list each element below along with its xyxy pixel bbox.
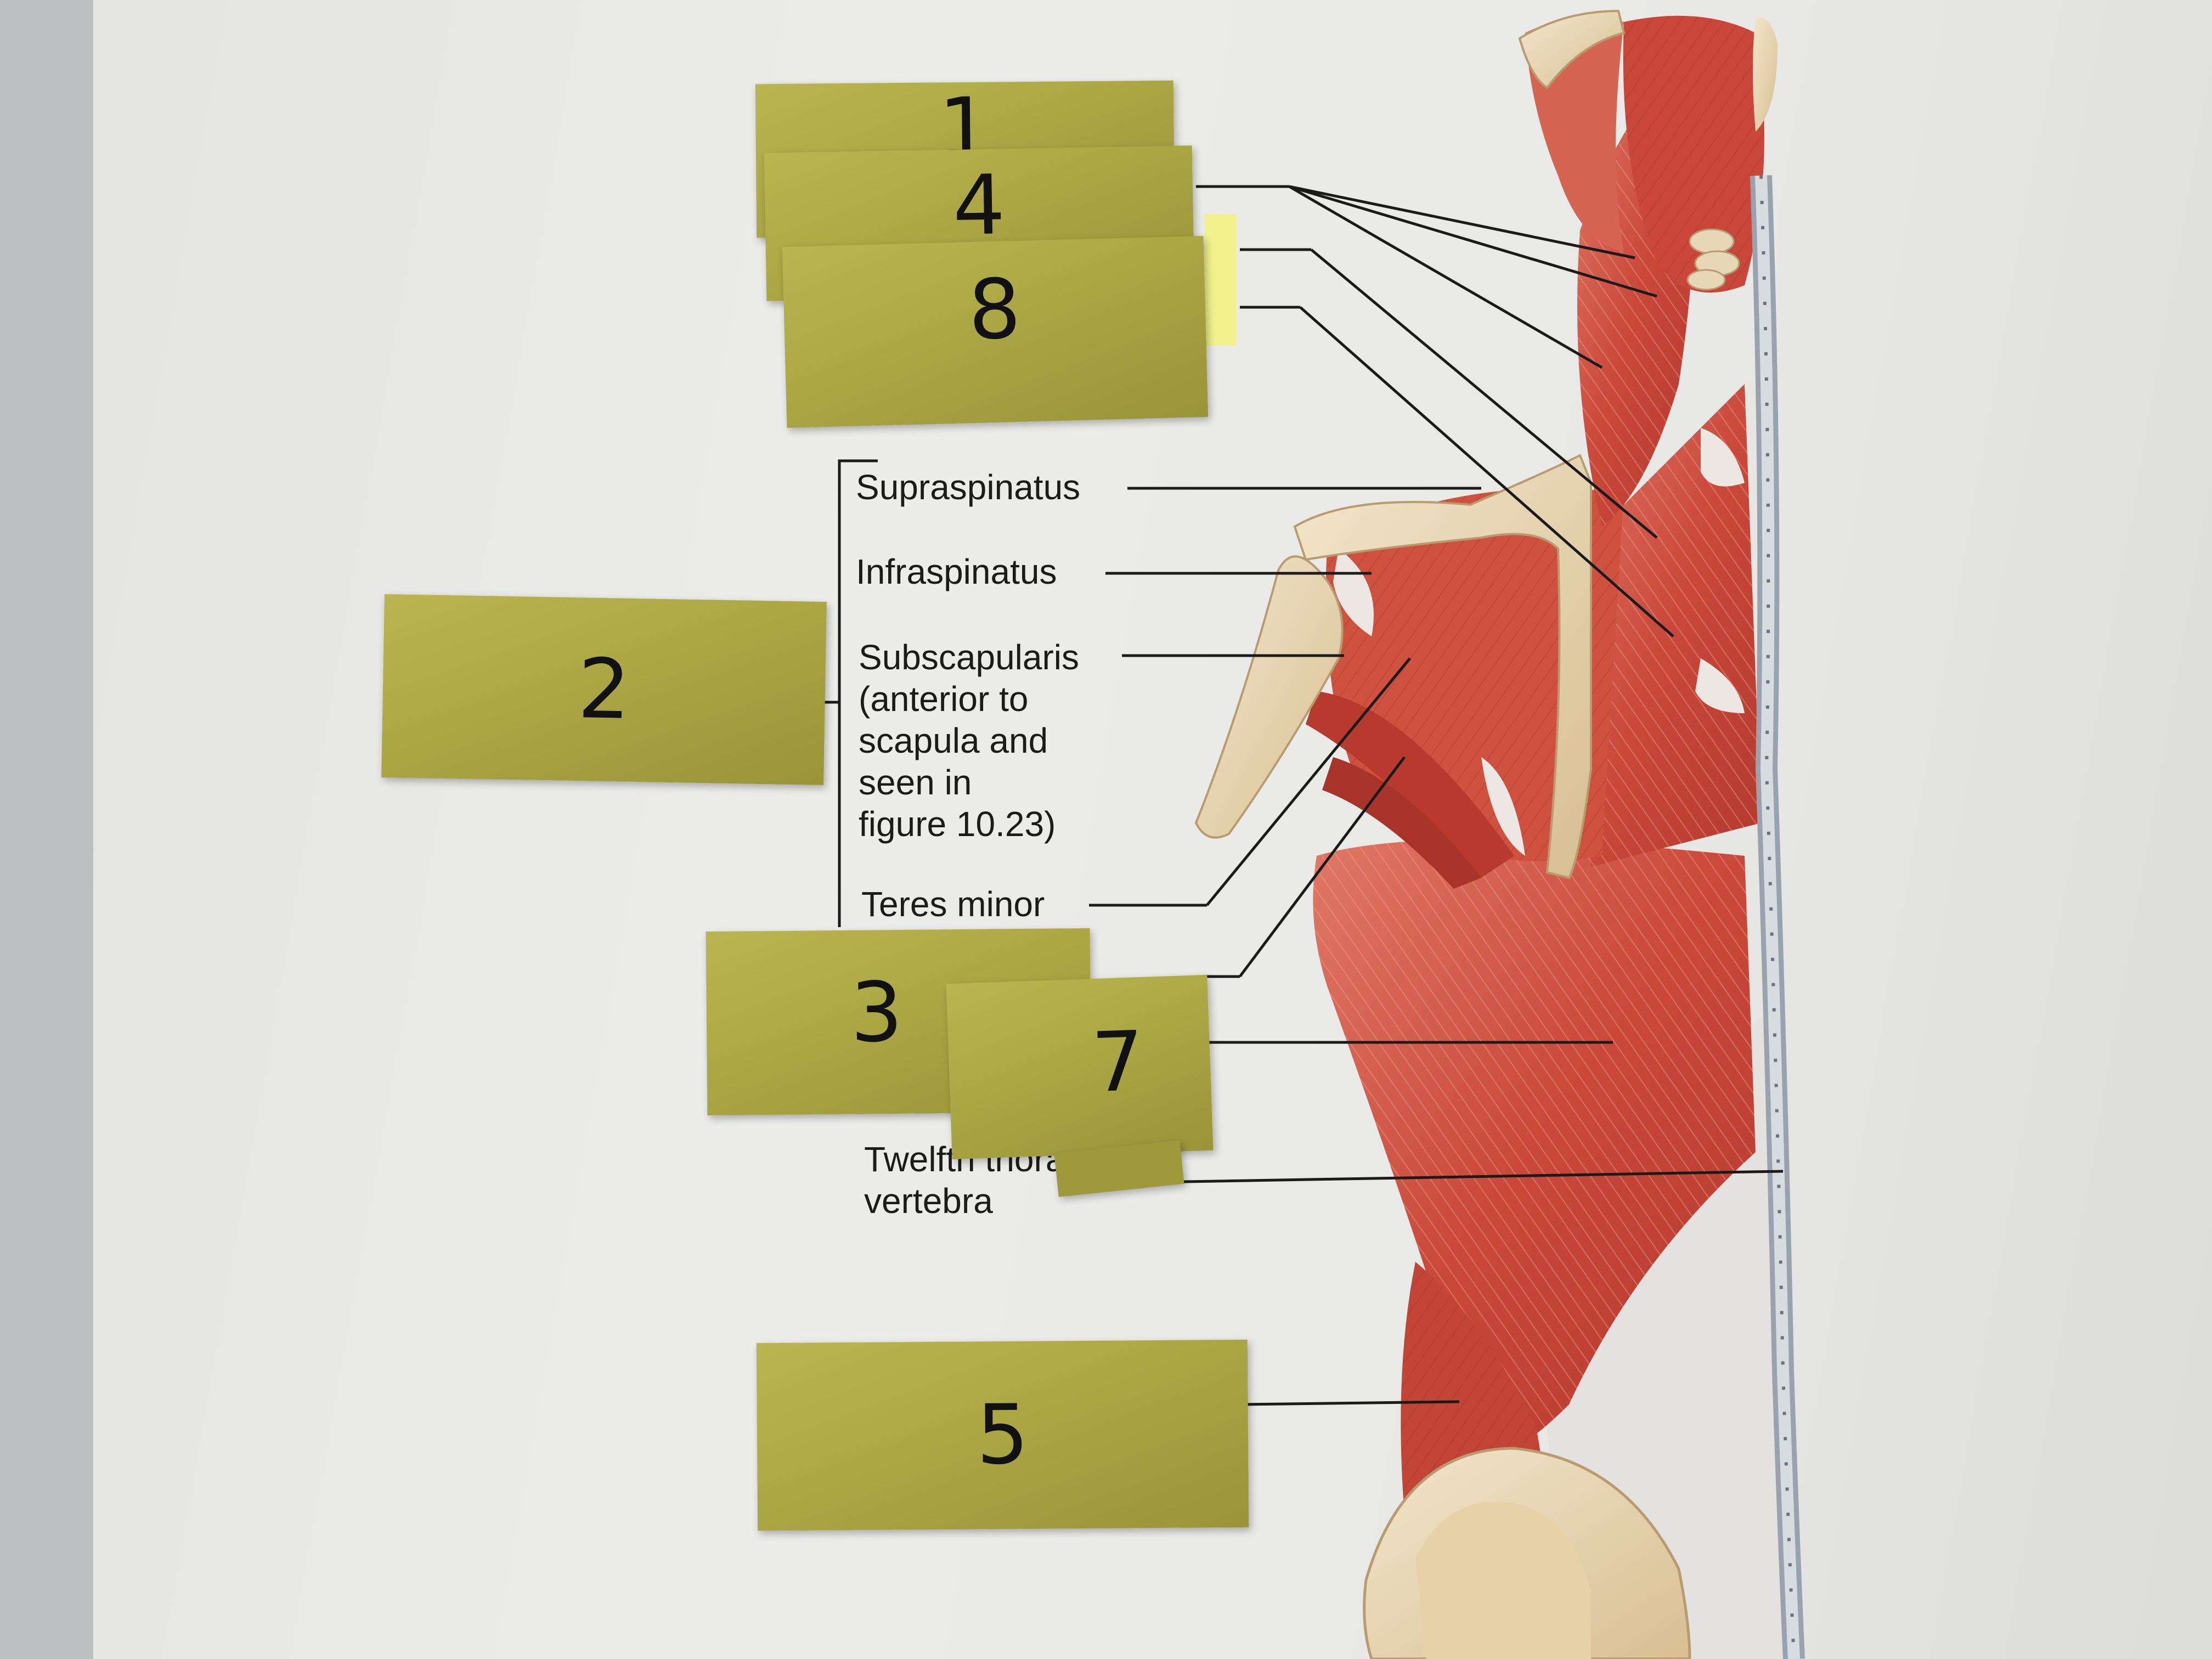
label-teres-minor: Teres minor: [861, 884, 1045, 924]
sticky-note-7[interactable]: 7: [946, 974, 1214, 1160]
humerus: [1194, 555, 1344, 839]
label-subscapularis: Subscapularis (anterior to scapula and s…: [859, 637, 1079, 844]
label-infraspinatus: Infraspinatus: [856, 552, 1057, 591]
teres-major-shape: [1322, 757, 1481, 889]
clavicle: [1518, 9, 1626, 89]
leader-lines: [823, 185, 1784, 1406]
label-supraspinatus: Supraspinatus: [856, 467, 1081, 507]
sticky-note-8[interactable]: 8: [782, 236, 1209, 428]
sticky-note-number: 8: [967, 262, 1022, 359]
scapular-spine: [1293, 454, 1593, 879]
highlighter-mark: [1204, 214, 1236, 346]
sticky-note-number: 7: [1090, 1013, 1146, 1111]
vertebral-column: [1750, 175, 1805, 1659]
sticky-note-number: 2: [577, 641, 631, 738]
teres-minor-shape: [1306, 691, 1514, 878]
sticky-note-2[interactable]: 2: [381, 594, 827, 786]
sticky-note-number: 5: [976, 1387, 1029, 1483]
cervical-vertebrae: [1686, 228, 1740, 291]
sticky-note-5[interactable]: 5: [756, 1339, 1249, 1531]
